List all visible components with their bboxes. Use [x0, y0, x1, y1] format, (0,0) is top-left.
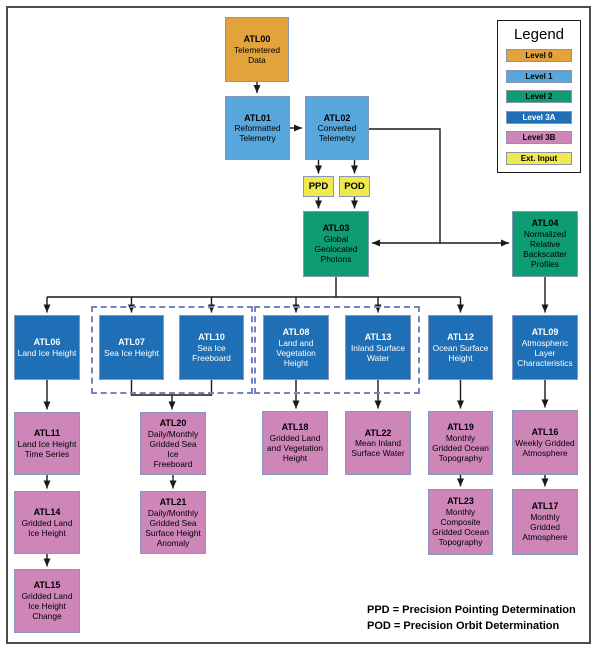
node-label: Monthly Gridded Atmosphere	[522, 512, 568, 543]
node-code: ATL02	[323, 112, 351, 123]
land-water-dashed-group	[254, 306, 420, 394]
node-code: ATL07	[118, 337, 145, 348]
node-code: ATL14	[33, 507, 61, 518]
legend-swatch-level3b: Level 3B	[506, 131, 572, 144]
legend-swatch-level2: Level 2	[506, 90, 572, 103]
node-code: ATL21	[159, 496, 187, 507]
node-code: ATL03	[322, 223, 350, 234]
node-code: POD	[344, 180, 365, 192]
node-atl02: ATL02 Converted Telemetry	[305, 96, 369, 160]
node-atl18: ATL18 Gridded Land and Vegetation Height	[262, 411, 328, 475]
node-code: ATL22	[364, 427, 392, 438]
node-label: Weekly Gridded Atmosphere	[515, 437, 575, 458]
node-label: Sea Ice Height	[104, 347, 159, 358]
node-label: Land and Vegetation Height	[276, 337, 316, 368]
node-label: Daily/Monthly Gridded Sea Ice Freeboard	[147, 428, 199, 469]
node-atl11: ATL11 Land Ice Height Time Series	[14, 412, 80, 475]
node-atl07: ATL07 Sea Ice Height	[99, 315, 164, 380]
node-label: Converted Telemetry	[317, 123, 357, 144]
node-atl09: ATL09 Atmospheric Layer Characteristics	[512, 315, 578, 380]
node-label: Reformatted Telemetry	[234, 123, 281, 144]
node-pod: POD	[339, 176, 370, 197]
node-label: Monthly Gridded Ocean Topography	[432, 433, 489, 464]
node-label: Gridded Land Ice Height Change	[21, 591, 73, 622]
node-code: ATL10	[198, 332, 225, 343]
node-atl03: ATL03 Global Geolocated Photons	[303, 211, 369, 277]
legend-swatch-ext-input: Ext. Input	[506, 151, 572, 165]
node-code: ATL16	[531, 427, 559, 438]
node-code: ATL00	[243, 34, 271, 45]
node-label: Gridded Land and Vegetation Height	[267, 433, 323, 464]
node-atl04: ATL04 Normalized Relative Backscatter Pr…	[512, 211, 578, 277]
node-code: ATL11	[33, 428, 61, 439]
legend-swatch-level1: Level 1	[506, 69, 572, 83]
node-code: ATL04	[531, 218, 559, 229]
node-label: Telemetered Data	[233, 44, 281, 65]
node-label: Monthly Composite Gridded Ocean Topograp…	[432, 507, 489, 548]
node-atl13: ATL13 Inland Surface Water	[345, 315, 411, 380]
node-atl14: ATL14 Gridded Land Ice Height	[14, 491, 80, 554]
legend-swatch-level0: Level 0	[506, 49, 572, 62]
node-code: ATL20	[159, 417, 187, 428]
node-atl23: ATL23 Monthly Composite Gridded Ocean To…	[428, 489, 493, 555]
node-code: PPD	[308, 180, 329, 192]
node-code: ATL09	[531, 326, 559, 337]
node-code: ATL15	[33, 580, 61, 591]
pod-note: POD = Precision Orbit Determination	[367, 619, 560, 632]
node-label: Daily/Monthly Gridded Sea Surface Height…	[145, 507, 201, 548]
node-atl08: ATL08 Land and Vegetation Height	[263, 315, 329, 380]
node-code: ATL23	[447, 496, 474, 507]
node-atl12: ATL12 Ocean Surface Height	[428, 315, 493, 380]
node-atl00: ATL00 Telemetered Data	[225, 17, 289, 82]
node-atl16: ATL16 Weekly Gridded Atmosphere	[512, 410, 578, 475]
node-label: Atmospheric Layer Characteristics	[517, 337, 573, 368]
node-atl06: ATL06 Land Ice Height	[14, 315, 80, 380]
node-atl21: ATL21 Daily/Monthly Gridded Sea Surface …	[140, 491, 206, 554]
node-code: ATL06	[33, 337, 61, 348]
node-label: Sea Ice Freeboard	[192, 342, 231, 363]
node-code: ATL12	[447, 332, 474, 343]
node-code: ATL17	[531, 501, 559, 512]
node-code: ATL01	[244, 112, 271, 123]
abbreviation-notes: PPD = Precision Pointing Determination P…	[367, 603, 576, 634]
legend-title: Legend	[513, 26, 565, 43]
node-label: Global Geolocated Photons	[314, 234, 358, 265]
node-atl10: ATL10 Sea Ice Freeboard	[179, 315, 244, 380]
node-atl19: ATL19 Monthly Gridded Ocean Topography	[428, 411, 493, 475]
node-code: ATL13	[364, 332, 392, 343]
node-label: Normalized Relative Backscatter Profiles	[523, 229, 567, 270]
node-atl20: ATL20 Daily/Monthly Gridded Sea Ice Free…	[140, 412, 206, 475]
node-label: Land Ice Height Time Series	[17, 438, 77, 459]
ppd-note: PPD = Precision Pointing Determination	[367, 604, 576, 616]
node-atl01: ATL01 Reformatted Telemetry	[225, 96, 290, 160]
node-label: Ocean Surface Height	[432, 342, 489, 363]
node-code: ATL18	[281, 422, 309, 433]
node-atl15: ATL15 Gridded Land Ice Height Change	[14, 569, 80, 633]
node-label: Gridded Land Ice Height	[21, 517, 73, 538]
node-label: Mean Inland Surface Water	[351, 438, 405, 459]
node-ppd: PPD	[303, 176, 334, 197]
node-label: Land Ice Height	[17, 347, 77, 358]
legend-swatch-level3a: Level 3A	[506, 110, 572, 124]
node-label: Inland Surface Water	[350, 342, 405, 363]
node-atl22: ATL22 Mean Inland Surface Water	[345, 411, 411, 475]
legend: Legend Level 0 Level 1 Level 2 Level 3A …	[497, 20, 581, 173]
node-code: ATL08	[282, 326, 310, 337]
sea-ice-dashed-group	[91, 306, 253, 394]
node-code: ATL19	[447, 422, 474, 433]
node-atl17: ATL17 Monthly Gridded Atmosphere	[512, 489, 578, 555]
